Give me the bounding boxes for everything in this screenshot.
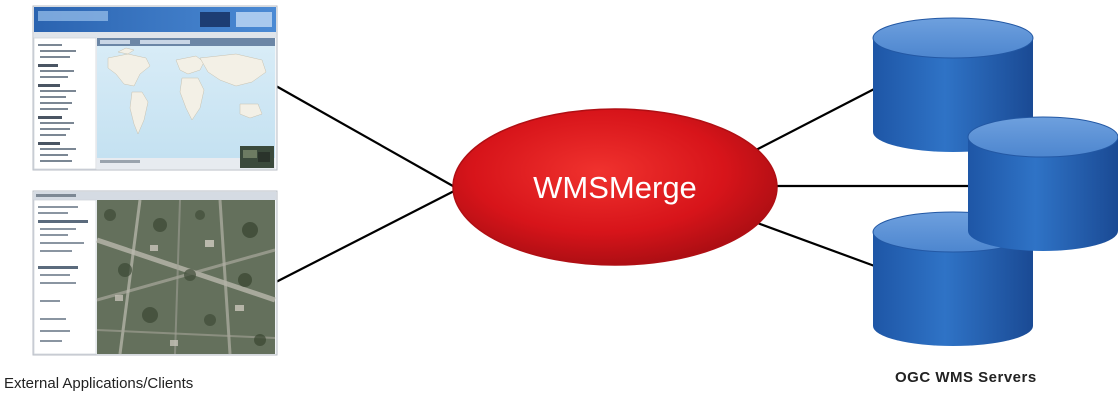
connector-hub-server1 xyxy=(751,85,881,153)
connector-hub-server3 xyxy=(751,219,881,270)
world-map-landmasses xyxy=(107,47,267,135)
connector-client2-hub xyxy=(275,187,461,283)
connector-lines xyxy=(275,85,972,283)
hub-ellipse xyxy=(452,108,778,266)
map-viewer-client xyxy=(32,5,278,171)
aerial-imagery-client xyxy=(32,190,278,356)
map-viewer-statusbar xyxy=(97,158,275,169)
server-cylinder-2 xyxy=(967,116,1118,251)
connector-client1-hub xyxy=(275,85,461,191)
clients-caption: External Applications/Clients xyxy=(4,375,194,392)
servers-caption: OGC WMS Servers xyxy=(895,369,1037,386)
aerial-client-titlebar xyxy=(34,192,276,200)
aerial-client-sidebar xyxy=(33,199,97,355)
wms-servers xyxy=(872,17,1118,346)
hub-label: WMSMerge xyxy=(533,170,697,205)
wms-merge-hub: WMSMerge xyxy=(452,108,778,266)
aerial-photo-texture xyxy=(96,199,276,355)
map-viewer-toolbar xyxy=(34,32,276,38)
